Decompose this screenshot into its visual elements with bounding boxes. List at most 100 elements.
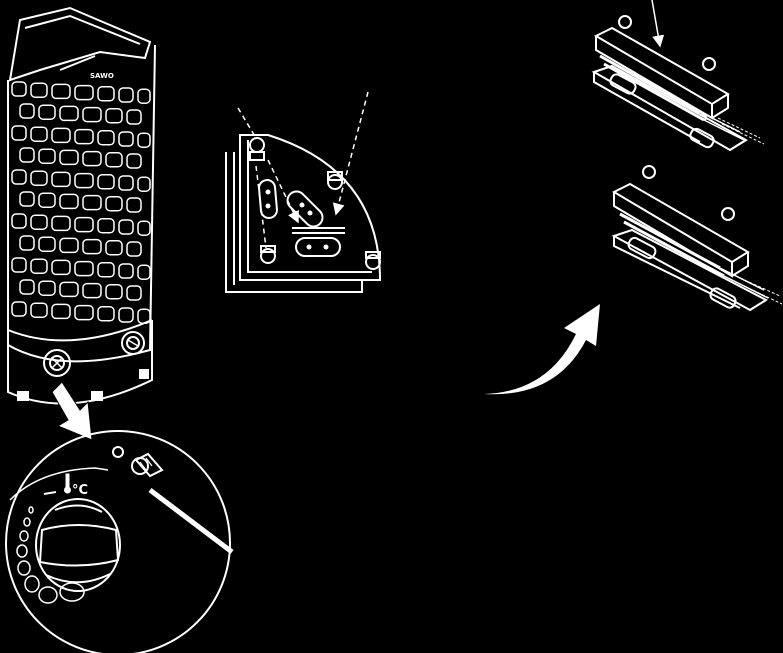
stone-grid-cell: [11, 81, 27, 97]
timer-knob: [121, 331, 145, 355]
stone-grid-cell: [51, 259, 71, 276]
stone-grid-cell: [97, 218, 115, 234]
stone-grid-cell: [74, 216, 94, 233]
screw-icon: [131, 452, 164, 478]
temperature-scale: [16, 506, 85, 604]
stone-grid-cell: [118, 131, 134, 147]
stone-grid-cell: [38, 236, 56, 252]
stone-grid-cell: [105, 108, 123, 124]
stone-grid-cell: [118, 175, 134, 191]
stone-grid-cell: [19, 279, 35, 295]
stone-grid-cell: [19, 103, 35, 119]
stone-grid-cell: [105, 240, 123, 256]
corner-bolt: [327, 171, 343, 190]
stone-grid-cell: [38, 280, 56, 296]
stone-grid-cell: [82, 282, 102, 299]
stone-grid-cell: [105, 196, 123, 212]
curved-arrow-icon: [484, 304, 600, 395]
stone-grid-cell: [59, 193, 79, 210]
stone-grid-cell: [59, 237, 79, 254]
stone-grid-cell: [51, 171, 71, 188]
stone-grid-cell: [137, 176, 151, 192]
stone-grid-cell: [105, 152, 123, 168]
stone-grid-cell: [59, 105, 79, 122]
stone-grid-cell: [51, 303, 71, 320]
heating-element-bracket-bottom: [611, 165, 769, 312]
stone-grid-cell: [38, 148, 56, 164]
stone-grid-cell: [30, 258, 48, 274]
sauna-heater: [7, 6, 156, 405]
stone-grid-cell: [11, 301, 27, 317]
corner-bolt: [249, 137, 265, 161]
screw-hole: [112, 446, 124, 458]
stone-grid-cell: [30, 82, 48, 98]
zoom-arrow: [51, 381, 93, 441]
stone-grid-cell: [97, 130, 115, 146]
corner-mounting-plate: [225, 134, 382, 293]
wire-leads-top: [717, 117, 765, 145]
stone-grid-cell: [19, 235, 35, 251]
brand-logo-text: SAWO: [90, 72, 114, 80]
stone-grid-cell: [38, 104, 56, 120]
mounting-slot: [286, 190, 324, 228]
heating-element-bracket-top: [591, 15, 748, 152]
thermostat-detail-circle: [5, 430, 234, 653]
stone-grid-cell: [126, 109, 142, 125]
stone-grid-cell: [74, 84, 94, 101]
stone-grid-cell: [30, 214, 48, 230]
stone-grid-cell: [126, 153, 142, 169]
stone-grid-cell: [82, 194, 102, 211]
insert-arrow: [651, 0, 665, 48]
stone-grid-cell: [30, 170, 48, 186]
temperature-unit-label: °C: [72, 483, 88, 498]
stone-grid-cell: [11, 257, 27, 273]
dashed-guide-lines: [237, 91, 369, 249]
stone-grid-cell: [82, 106, 102, 123]
stone-grid-cell: [126, 241, 142, 257]
stone-grid-cell: [51, 127, 71, 144]
stone-grid-cell: [118, 263, 134, 279]
heater-stone-grid: [11, 81, 151, 324]
stone-grid-cell: [82, 238, 102, 255]
stone-grid-cell: [11, 169, 27, 185]
stone-grid-cell: [19, 191, 35, 207]
stone-grid-cell: [59, 281, 79, 298]
corner-bolt: [260, 245, 276, 264]
stone-grid-cell: [30, 126, 48, 142]
stone-grid-cell: [11, 125, 27, 141]
stone-grid-cell: [30, 302, 48, 318]
thermometer-icon: [64, 473, 71, 494]
corner-bolt: [365, 251, 381, 270]
stone-grid-cell: [74, 260, 94, 277]
stone-grid-cell: [74, 172, 94, 189]
stone-grid-cell: [97, 174, 115, 190]
stone-grid-cell: [137, 88, 151, 104]
stone-grid-cell: [11, 213, 27, 229]
stone-grid-cell: [97, 306, 115, 322]
stone-grid-cell: [19, 147, 35, 163]
stone-grid-cell: [105, 284, 123, 300]
mounting-slot: [295, 237, 341, 257]
thermostat-dial: [35, 498, 121, 592]
stone-grid-cell: [126, 285, 142, 301]
stone-grid-cell: [74, 304, 94, 321]
thermostat-knob: [43, 349, 71, 377]
mounting-slot: [258, 179, 278, 219]
stone-grid-cell: [137, 220, 151, 236]
stone-grid-cell: [137, 264, 151, 280]
stone-grid-cell: [118, 219, 134, 235]
stone-grid-cell: [38, 192, 56, 208]
stone-grid-cell: [118, 87, 134, 103]
stone-grid-cell: [51, 215, 71, 232]
stone-grid-cell: [118, 307, 134, 323]
stone-grid-cell: [97, 262, 115, 278]
stone-grid-cell: [126, 197, 142, 213]
stone-grid-cell: [97, 86, 115, 102]
stone-grid-cell: [59, 149, 79, 166]
wire-leads-bottom: [739, 277, 783, 305]
stone-grid-cell: [51, 83, 71, 100]
stone-grid-cell: [74, 128, 94, 145]
stone-grid-cell: [82, 150, 102, 167]
stone-grid-cell: [137, 132, 151, 148]
